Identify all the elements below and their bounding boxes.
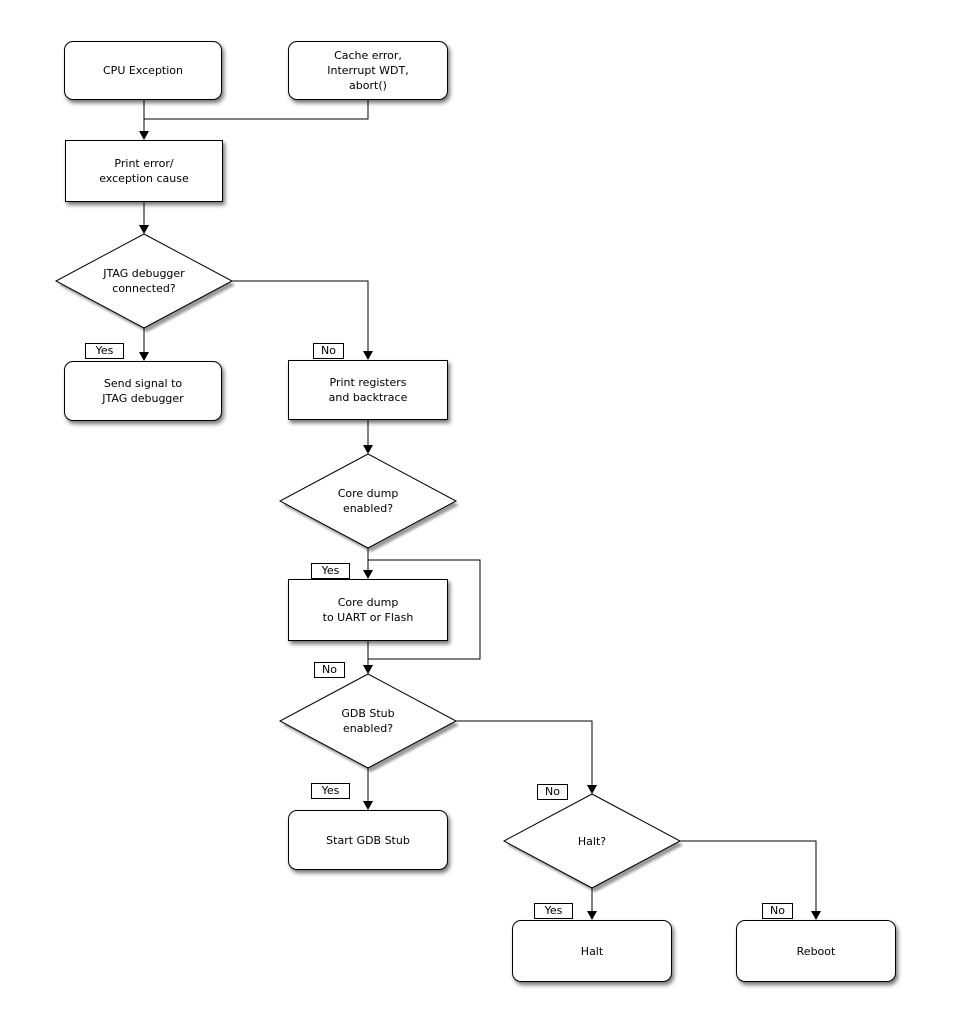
- node-reboot: Reboot: [736, 920, 896, 982]
- node-print-registers: Print registers and backtrace: [288, 360, 448, 420]
- arrow-down-icon: [811, 911, 821, 920]
- diamond-label: JTAG debugger connected?: [103, 267, 185, 295]
- node-label: Print registers and backtrace: [328, 376, 408, 404]
- edge-label-halt-yes: Yes: [534, 903, 573, 919]
- edge-label-coredump-yes: Yes: [311, 563, 350, 579]
- node-halt: Halt: [512, 920, 672, 982]
- arrow-down-icon: [139, 225, 149, 234]
- node-send-signal-jtag: Send signal to JTAG debugger: [64, 361, 222, 421]
- diamond-text-halt-question: Halt?: [504, 794, 680, 888]
- node-label: Send signal to JTAG debugger: [102, 377, 184, 405]
- node-label: Reboot: [796, 944, 836, 958]
- node-label: Halt: [580, 944, 604, 958]
- edge-jtag-no: [232, 280, 369, 351]
- diamond-halt-question: [502, 793, 682, 889]
- diamond-gdb-stub-enabled: [278, 673, 458, 769]
- edge-label-halt-no: No: [762, 903, 793, 919]
- arrow-down-icon: [363, 351, 373, 360]
- diamond-text-gdb-stub-enabled: GDB Stub enabled?: [280, 674, 456, 768]
- edges-group: [143, 100, 817, 911]
- node-print-error: Print error/ exception cause: [65, 140, 223, 202]
- node-label: Core dump to UART or Flash: [322, 596, 414, 624]
- node-label: Print error/ exception cause: [99, 157, 189, 185]
- diamond-label: Halt?: [577, 834, 607, 848]
- edge-gdb-no: [456, 720, 593, 785]
- edge-label-coredump-no: No: [314, 662, 345, 678]
- diamonds-group: [54, 233, 682, 889]
- edge-halt-no: [680, 840, 817, 911]
- node-label: Cache error, Interrupt WDT, abort(): [327, 49, 409, 92]
- arrowheads-group: [139, 131, 821, 920]
- arrow-down-icon: [363, 445, 373, 454]
- arrow-down-icon: [587, 911, 597, 920]
- edge-label-jtag-yes: Yes: [85, 343, 124, 359]
- arrow-down-icon: [363, 570, 373, 579]
- node-core-dump: Core dump to UART or Flash: [288, 579, 448, 641]
- arrow-down-icon: [587, 785, 597, 794]
- arrow-down-icon: [363, 801, 373, 810]
- node-start-gdb-stub: Start GDB Stub: [288, 810, 448, 870]
- diamond-jtag-connected: [54, 233, 234, 329]
- edge-label-jtag-no: No: [313, 343, 344, 359]
- edge-label-gdb-no: No: [537, 784, 568, 800]
- edge-cache-to-junction: [144, 100, 369, 120]
- node-cpu-exception: CPU Exception: [64, 41, 222, 100]
- node-label: CPU Exception: [103, 64, 183, 77]
- diamond-label: Core dump enabled?: [337, 487, 399, 515]
- arrow-down-icon: [363, 665, 373, 674]
- diamond-core-dump-enabled: [278, 453, 458, 549]
- arrow-down-icon: [139, 352, 149, 361]
- edge-coredump-no-bypass: [368, 559, 481, 660]
- node-label: Start GDB Stub: [326, 833, 410, 847]
- diamond-label: GDB Stub enabled?: [341, 707, 395, 735]
- edge-label-gdb-yes: Yes: [311, 783, 350, 799]
- diamond-text-jtag-connected: JTAG debugger connected?: [56, 234, 232, 328]
- arrow-down-icon: [139, 131, 149, 140]
- diamond-text-core-dump-enabled: Core dump enabled?: [280, 454, 456, 548]
- node-cache-error: Cache error, Interrupt WDT, abort(): [288, 41, 448, 100]
